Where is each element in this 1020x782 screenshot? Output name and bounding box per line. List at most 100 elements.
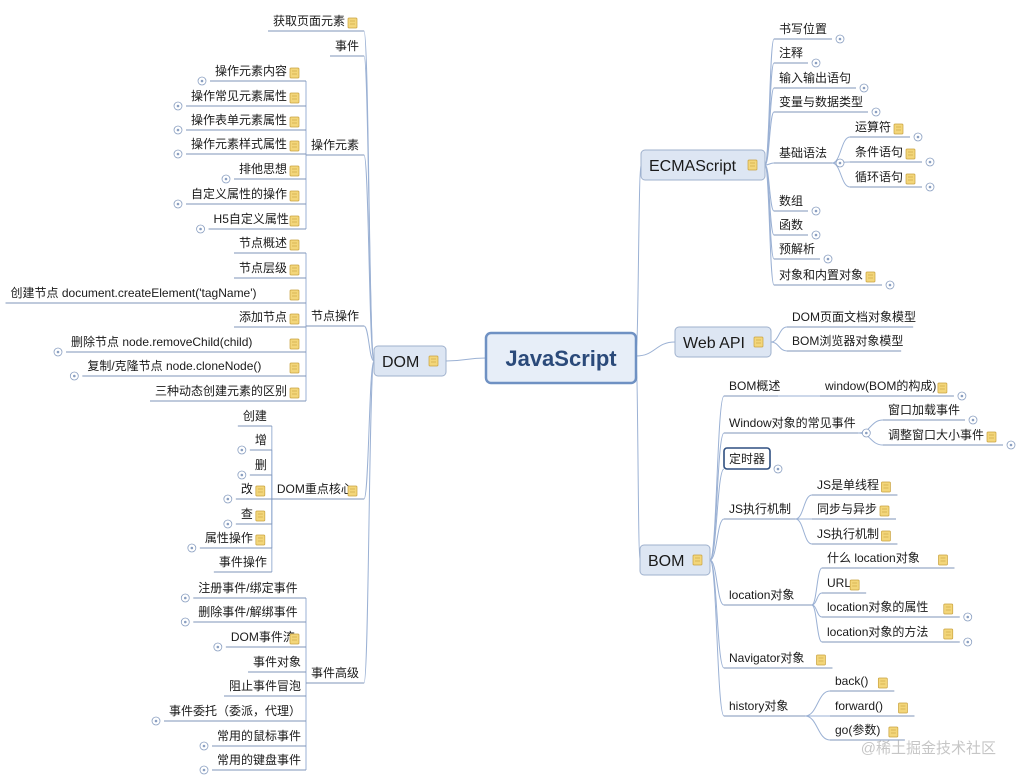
dom-child[interactable]: 阻止事件冒泡 bbox=[224, 679, 306, 697]
bom-child[interactable]: JS是单线程 bbox=[812, 477, 898, 496]
ecma-item[interactable]: 数组 bbox=[774, 193, 808, 212]
expand-collapse-icon[interactable] bbox=[173, 125, 183, 135]
note-icon[interactable] bbox=[747, 159, 758, 171]
bom-child[interactable]: window(BOM的构成) bbox=[820, 378, 954, 397]
dom-child[interactable]: 删除事件/解绑事件 bbox=[193, 604, 306, 623]
dom-item[interactable]: 事件 bbox=[330, 39, 364, 57]
dom-child[interactable]: 增 bbox=[249, 433, 272, 451]
bom-child[interactable]: location对象的属性 bbox=[822, 599, 960, 618]
expand-collapse-icon[interactable] bbox=[187, 543, 197, 553]
note-icon[interactable] bbox=[879, 505, 890, 517]
note-icon[interactable] bbox=[692, 554, 703, 566]
dom-item[interactable]: 节点操作 bbox=[306, 308, 364, 327]
note-icon[interactable] bbox=[428, 355, 439, 367]
note-icon[interactable] bbox=[938, 554, 948, 566]
ecma-item[interactable]: 函数 bbox=[774, 217, 808, 236]
dom-child[interactable]: 属性操作 bbox=[199, 530, 272, 549]
central-topic[interactable]: JavaScript bbox=[484, 331, 638, 385]
dom-child[interactable]: DOM事件流 bbox=[225, 630, 306, 648]
main-topic-dom[interactable]: DOM bbox=[373, 345, 447, 377]
ecma-item[interactable]: 变量与数据类型 bbox=[774, 94, 868, 113]
bom-child[interactable]: location对象的方法 bbox=[822, 624, 960, 643]
bom-child[interactable]: 同步与异步 bbox=[812, 502, 896, 520]
expand-collapse-icon[interactable] bbox=[69, 371, 79, 381]
expand-collapse-icon[interactable] bbox=[957, 391, 967, 401]
ecma-item[interactable]: 对象和内置对象 bbox=[774, 268, 882, 286]
ecma-item[interactable]: 注释 bbox=[774, 45, 808, 64]
note-icon[interactable] bbox=[865, 271, 876, 283]
note-icon[interactable] bbox=[289, 116, 300, 128]
note-icon[interactable] bbox=[289, 67, 300, 79]
expand-collapse-icon[interactable] bbox=[180, 593, 190, 603]
expand-collapse-icon[interactable] bbox=[197, 76, 207, 86]
dom-child[interactable]: 事件对象 bbox=[248, 655, 306, 673]
expand-collapse-icon[interactable] bbox=[925, 157, 935, 167]
note-icon[interactable] bbox=[905, 173, 916, 185]
dom-child[interactable]: 事件操作 bbox=[213, 554, 272, 573]
expand-collapse-icon[interactable] bbox=[811, 206, 821, 216]
note-icon[interactable] bbox=[289, 387, 300, 399]
note-icon[interactable] bbox=[289, 313, 300, 325]
bom-child[interactable]: back() bbox=[830, 674, 895, 692]
dom-item[interactable]: 获取页面元素 bbox=[268, 14, 364, 32]
note-icon[interactable] bbox=[289, 190, 300, 202]
bom-child[interactable]: 窗口加载事件 bbox=[883, 403, 965, 421]
bom-item[interactable]: Window对象的常见事件 bbox=[724, 415, 859, 434]
dom-item[interactable]: DOM重点核心 bbox=[271, 482, 364, 500]
expand-collapse-icon[interactable] bbox=[237, 470, 247, 480]
expand-collapse-icon[interactable] bbox=[859, 83, 869, 93]
expand-collapse-icon[interactable] bbox=[173, 149, 183, 159]
dom-child[interactable]: 操作常见元素属性 bbox=[186, 88, 306, 107]
dom-child[interactable]: 删 bbox=[249, 458, 272, 476]
ecma-item[interactable]: 预解析 bbox=[774, 242, 820, 260]
bom-child[interactable]: URL bbox=[822, 576, 867, 594]
dom-child[interactable]: 创建 bbox=[237, 409, 272, 427]
note-icon[interactable] bbox=[986, 431, 997, 443]
basic-syntax-child[interactable]: 条件语句 bbox=[850, 145, 922, 163]
expand-collapse-icon[interactable] bbox=[196, 224, 205, 234]
note-icon[interactable] bbox=[888, 726, 899, 738]
expand-collapse-icon[interactable] bbox=[811, 230, 821, 240]
bom-item[interactable]: 定时器 bbox=[723, 447, 771, 470]
expand-collapse-icon[interactable] bbox=[811, 58, 821, 68]
dom-child[interactable]: 添加节点 bbox=[234, 310, 306, 328]
expand-collapse-icon[interactable] bbox=[913, 132, 923, 142]
expand-collapse-icon[interactable] bbox=[968, 415, 978, 425]
dom-child[interactable]: 排他思想 bbox=[234, 161, 306, 180]
note-icon[interactable] bbox=[877, 677, 888, 689]
expand-collapse-icon[interactable] bbox=[871, 107, 881, 117]
note-icon[interactable] bbox=[905, 148, 916, 160]
expand-collapse-icon[interactable] bbox=[173, 199, 183, 209]
note-icon[interactable] bbox=[893, 123, 904, 135]
expand-collapse-icon[interactable] bbox=[53, 347, 63, 357]
note-icon[interactable] bbox=[289, 215, 300, 227]
bom-child[interactable]: forward() bbox=[830, 699, 915, 717]
dom-child[interactable]: 创建节点 document.createElement('tagName') bbox=[5, 286, 306, 304]
webapi-item[interactable]: DOM页面文档对象模型 bbox=[787, 309, 916, 328]
dom-child[interactable]: 复制/克隆节点 node.cloneNode() bbox=[82, 358, 306, 377]
dom-child[interactable]: 操作元素样式属性 bbox=[186, 136, 306, 155]
bom-item[interactable]: BOM概述 bbox=[724, 379, 780, 397]
main-topic-ecmascript[interactable]: ECMAScript bbox=[640, 149, 766, 181]
bom-item[interactable]: JS执行机制 bbox=[724, 502, 796, 520]
note-icon[interactable] bbox=[898, 702, 908, 714]
ecma-item[interactable]: 输入输出语句 bbox=[774, 70, 856, 89]
note-icon[interactable] bbox=[347, 485, 358, 497]
expand-collapse-icon[interactable] bbox=[773, 464, 783, 474]
dom-child[interactable]: 自定义属性的操作 bbox=[186, 186, 306, 205]
dom-child[interactable]: 操作元素内容 bbox=[210, 63, 306, 82]
dom-child[interactable]: 改 bbox=[235, 482, 272, 500]
bom-child[interactable]: JS执行机制 bbox=[812, 527, 898, 545]
expand-collapse-icon[interactable] bbox=[885, 280, 895, 290]
expand-collapse-icon[interactable] bbox=[223, 519, 233, 529]
dom-child[interactable]: H5自定义属性 bbox=[208, 211, 306, 230]
basic-syntax-child[interactable]: 循环语句 bbox=[850, 170, 922, 188]
note-icon[interactable] bbox=[937, 382, 948, 394]
expand-collapse-icon[interactable] bbox=[199, 741, 209, 751]
dom-child[interactable]: 三种动态创建元素的区别 bbox=[150, 383, 306, 402]
note-icon[interactable] bbox=[289, 362, 300, 374]
note-icon[interactable] bbox=[289, 165, 300, 177]
dom-child[interactable]: 删除节点 node.removeChild(child) bbox=[66, 334, 306, 353]
note-icon[interactable] bbox=[881, 481, 891, 493]
dom-child[interactable]: 节点层级 bbox=[234, 261, 306, 279]
